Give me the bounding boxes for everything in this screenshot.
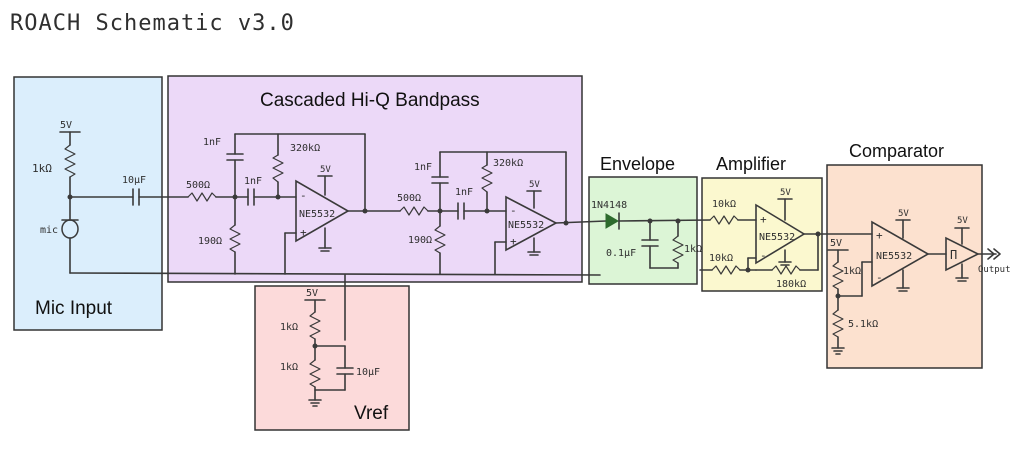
bandpass-block (167, 75, 583, 283)
vref-r2-label: 1kΩ (280, 362, 298, 373)
bandpass-label: Cascaded Hi-Q Bandpass (260, 90, 480, 111)
diode-icon (605, 213, 619, 229)
amplifier-label: Amplifier (716, 154, 786, 174)
comp-opamp-supply-label: 5V (898, 209, 909, 219)
bp1-minus-label: - (300, 189, 307, 202)
comparator-label: Comparator (849, 141, 944, 161)
vref-cap-label: 10μF (356, 367, 380, 378)
bp1-rin-label: 500Ω (186, 180, 210, 191)
envelope-block (588, 176, 698, 285)
schmitt-label: Π (950, 248, 957, 262)
comparator-circuit: 5V 1kΩ 5.1kΩ NE5532 + - 5V Π 5V (827, 209, 1011, 355)
vref-top-resistor (309, 311, 321, 340)
bp2-rg-label: 190Ω (408, 235, 432, 246)
bp1-input-resistor (187, 192, 217, 202)
comp-top-resistor (832, 261, 844, 290)
mic-resistor (64, 144, 76, 178)
env-cap-label: 0.1μF (606, 248, 636, 259)
mic-input-block (13, 76, 163, 331)
amp-feedback-resistor (771, 265, 801, 275)
bp2-ground-resistor (434, 225, 446, 254)
bp2-rin-label: 500Ω (397, 193, 421, 204)
bp2-minus-label: - (510, 204, 517, 217)
bp1-opamp-label: NE5532 (299, 209, 335, 220)
amp-r2-label: 10kΩ (709, 253, 733, 264)
vref-supply-label: 5V (306, 288, 318, 299)
bandpass-stage-1: 500Ω 1nF 1nF 190Ω 320kΩ NE5532 - + (186, 133, 401, 275)
bp1-c2-label: 1nF (244, 176, 262, 187)
amp-plus-label: + (760, 213, 767, 226)
amp-input-resistor (709, 215, 739, 225)
amp-minus-label: - (760, 249, 767, 262)
envelope-resistor (672, 235, 684, 264)
comp-minus-label: - (876, 271, 883, 284)
bp1-plus-label: + (300, 226, 307, 239)
bp2-rf-label: 320kΩ (493, 158, 523, 169)
mic-resistor-label: 1kΩ (32, 162, 52, 175)
comp-r1-label: 1kΩ (843, 266, 861, 277)
mic-input-circuit: 5V 1kΩ mic 10μF (32, 120, 601, 276)
bp2-opamp-label: NE5532 (508, 220, 544, 231)
comp-opamp-label: NE5532 (876, 251, 912, 262)
amp-ground-resistor (711, 265, 741, 275)
amp-r1-label: 10kΩ (712, 199, 736, 210)
comparator-block (826, 164, 983, 369)
amp-supply-label: 5V (780, 188, 791, 198)
output-label: Output (978, 265, 1011, 275)
bp2-c1-label: 1nF (414, 162, 432, 173)
schmitt-trigger-icon (945, 236, 980, 272)
bp2-input-resistor (399, 206, 429, 216)
mic-label: mic (40, 225, 58, 236)
comp-supply-label: 5V (830, 238, 842, 249)
mic-supply-label: 5V (60, 120, 72, 131)
comp-bottom-resistor (832, 309, 844, 338)
bp1-c1-label: 1nF (203, 137, 221, 148)
bp1-supply-label: 5V (320, 165, 331, 175)
comp-r2-label: 5.1kΩ (848, 319, 878, 330)
bp1-feedback-resistor (272, 154, 284, 183)
mic-cap-label: 10μF (122, 175, 146, 186)
amp-opamp-icon (755, 203, 806, 265)
envelope-circuit: 1N4148 0.1μF 1kΩ (591, 200, 711, 269)
bp2-opamp-icon (505, 195, 558, 252)
schmitt-supply-label: 5V (957, 216, 968, 226)
bandpass-stage-2: 500Ω 1nF 1nF 190Ω 320kΩ NE5532 - + 5V (397, 151, 607, 275)
vref-label: Vref (354, 403, 389, 424)
amp-rf-label: 180kΩ (776, 279, 806, 290)
bp2-plus-label: + (510, 235, 517, 248)
vref-circuit: 5V 1kΩ 1kΩ 10μF (280, 274, 380, 407)
vref-block (254, 285, 410, 431)
comp-opamp-icon (871, 220, 930, 288)
bp1-ground-resistor (229, 224, 241, 253)
bp1-rg-label: 190Ω (198, 236, 222, 247)
envelope-label: Envelope (600, 154, 675, 174)
comp-plus-label: + (876, 229, 883, 242)
amplifier-circuit: 10kΩ NE5532 + - 5V 10kΩ 180kΩ (699, 188, 873, 290)
vref-r1-label: 1kΩ (280, 322, 298, 333)
bp2-feedback-resistor (481, 164, 493, 193)
bp1-rf-label: 320kΩ (290, 143, 320, 154)
schematic-title: ROACH Schematic v3.0 (10, 11, 295, 36)
env-r-label: 1kΩ (684, 244, 702, 255)
diode-label: 1N4148 (591, 200, 627, 211)
mic-input-label: Mic Input (35, 298, 113, 319)
vref-bottom-resistor (309, 359, 321, 388)
bp1-opamp-icon (295, 179, 350, 243)
bp2-c2-label: 1nF (455, 187, 473, 198)
bp2-supply-label: 5V (529, 180, 540, 190)
amp-opamp-label: NE5532 (759, 232, 795, 243)
